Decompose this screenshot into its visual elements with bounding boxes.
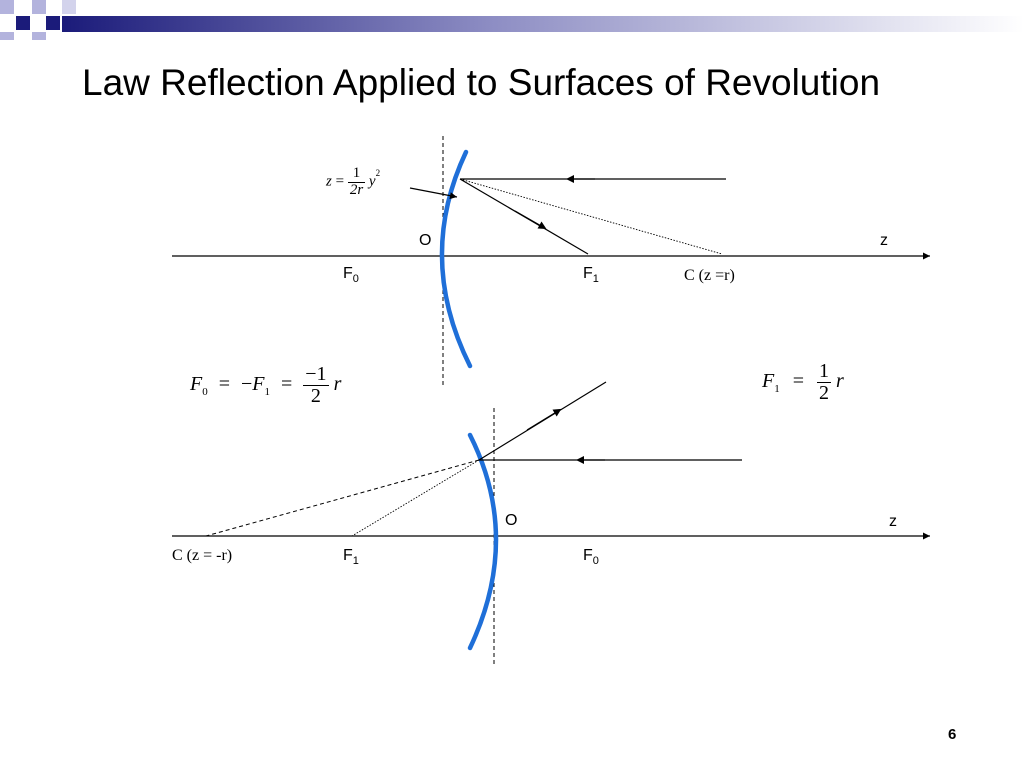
top-f0-label: F0 bbox=[343, 265, 359, 285]
header-decoration bbox=[0, 0, 1024, 40]
header-square bbox=[0, 32, 14, 40]
surface-equation: z = 1 2r y2 bbox=[326, 165, 381, 198]
bottom-center-label: C (z = -r) bbox=[172, 547, 233, 564]
header-square bbox=[32, 32, 46, 40]
top-f1-label: F1 bbox=[583, 265, 599, 285]
focal-equation-left-fraction: −1 2 bbox=[303, 363, 329, 407]
top-axis-label: z bbox=[880, 232, 888, 249]
focal-equation-right: F1 = 1 2 r bbox=[762, 360, 844, 404]
top-equation-pointer bbox=[409, 187, 458, 200]
header-square bbox=[0, 0, 14, 14]
bottom-f1-label: F1 bbox=[343, 547, 359, 567]
top-reflected-ray-arrow bbox=[514, 210, 547, 229]
top-normal-line bbox=[459, 178, 723, 255]
header-gradient-bar bbox=[62, 16, 1024, 32]
bottom-f0-label: F0 bbox=[583, 547, 599, 567]
bottom-normal-line bbox=[205, 459, 480, 537]
page-number: 6 bbox=[948, 726, 957, 743]
bottom-reflected-ray-arrow bbox=[526, 408, 562, 431]
header-square bbox=[62, 0, 76, 14]
header-square bbox=[46, 16, 60, 30]
bottom-virtual-ray bbox=[351, 459, 480, 537]
bottom-axis-label: z bbox=[889, 513, 897, 530]
top-origin-label: O bbox=[419, 232, 432, 249]
top-center-label: C (z =r) bbox=[684, 267, 735, 284]
focal-equation-right-fraction: 1 2 bbox=[817, 360, 831, 404]
top-mirror bbox=[439, 149, 473, 369]
header-square bbox=[16, 16, 30, 30]
focal-equation-left: F0 = −F1 = −1 2 r bbox=[190, 363, 342, 407]
header-square bbox=[32, 0, 46, 14]
bottom-origin-label: O bbox=[505, 512, 518, 529]
slide-title: Law Reflection Applied to Surfaces of Re… bbox=[82, 62, 881, 103]
surface-equation-fraction: 1 2r bbox=[347, 165, 366, 198]
bottom-mirror bbox=[467, 432, 499, 651]
